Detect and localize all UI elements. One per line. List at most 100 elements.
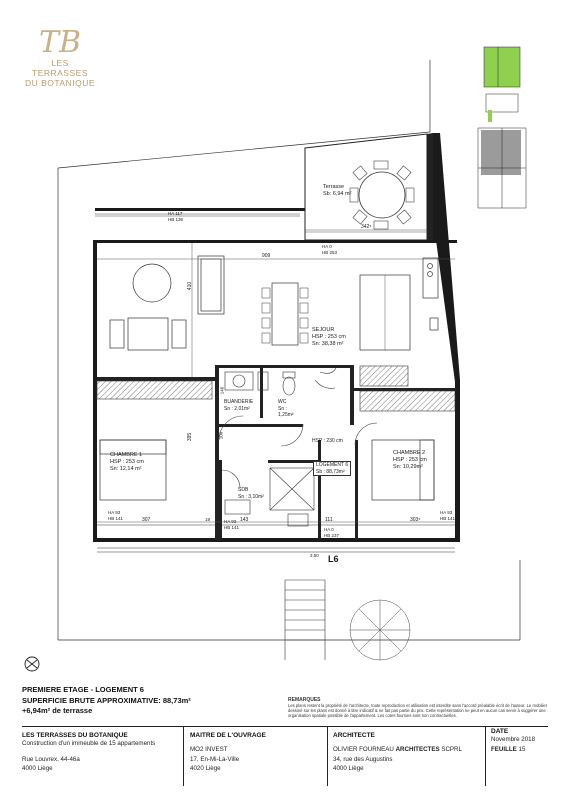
living-furniture [109, 255, 439, 351]
label-hall-hsp: HSP : 230 cm [312, 438, 343, 444]
footer-project: LES TERRASSES DU BOTANIQUE Construction … [22, 732, 180, 774]
footer-divider-1 [183, 726, 184, 786]
sheet-area: SUPERFICIE BRUTE APPROXIMATIVE: 88,73m² [22, 696, 191, 705]
bed-chambre2 [371, 439, 435, 501]
sdb-name: SDB [238, 487, 249, 493]
hb136: HB 136 [168, 216, 184, 222]
logement-name: LOGEMENT 6 [316, 462, 349, 468]
footer-owner: MAITRE DE L'OUVRAGE MO2 INVEST 17, En-Mi… [190, 732, 324, 774]
balcony-rail [97, 524, 455, 553]
unit-tag: L6 [328, 554, 339, 564]
tree-symbol [349, 599, 411, 661]
logo-line1: LES TERRASSES [32, 58, 88, 78]
sejour-hsp: HSP : 253 cm [312, 334, 346, 340]
terrasse-area: Sb: 6,94 m² [323, 191, 352, 197]
sheet-title: PREMIERE ETAGE - LOGEMENT 6 [22, 685, 144, 694]
exterior-walls [93, 133, 460, 542]
hb141a: HB 141 [108, 515, 124, 521]
terrasse-name: Terrasse [323, 184, 345, 190]
bed-chambre1 [99, 439, 167, 501]
architect-address: 34, rue des Augustins [333, 755, 393, 763]
project-address: Rue Louvrex, 44-46a [22, 755, 80, 763]
ha93a: HA 93 [108, 510, 121, 515]
sejour-area: Sn: 38,38 m² [312, 341, 344, 347]
hb141b: HB 141 [224, 524, 240, 530]
project-name: LES TERRASSES DU BOTANIQUE [22, 732, 128, 739]
dim-410: 410 [187, 281, 194, 291]
height-tag-5: HA 93 HB 141 [440, 510, 455, 521]
dim-909: 909 [262, 253, 271, 259]
owner-heading: MAITRE DE L'OUVRAGE [190, 732, 266, 739]
height-tag-2: HA 0 HB 253 [322, 244, 337, 255]
sejour-name: SEJOUR [312, 327, 335, 333]
stair-level: 3.50 [310, 553, 319, 558]
logo: TB LES TERRASSES DU BOTANIQUE [22, 28, 98, 89]
dim-342: 342⁵ [361, 224, 372, 230]
footer-top-rule [22, 726, 548, 727]
footer-divider-3 [485, 726, 486, 786]
remarks: REMARQUES Les plans restent la propriété… [288, 697, 548, 719]
dim-303: 303⁵ [410, 517, 421, 523]
label-terrasse: Terrasse Sb: 6,94 m² [323, 184, 351, 198]
architect-name: OLIVIER FOURNEAU ARCHITECTES SCPRL [333, 745, 483, 755]
label-chambre2: CHAMBRE 2 HSP : 253 cm Sn: 10,29m² [393, 450, 427, 471]
height-tag-3: HA 93 HB 141 [108, 510, 123, 521]
buanderie-name: BUANDERIE [224, 399, 254, 405]
label-sdb: SDB Sn : 3,10m² [238, 487, 264, 500]
floor-plan [24, 46, 527, 672]
height-tag-1: HA 117 HB 136 [168, 211, 183, 222]
wc-name: WC [278, 399, 287, 405]
chambre1-hsp: HSP : 253 cm [110, 459, 144, 465]
project-city: 4000 Liège [22, 765, 53, 772]
owner-name: MO2 INVEST [190, 746, 228, 753]
cabinets [96, 365, 456, 412]
ha0b: HA 0 [324, 527, 334, 532]
sheet-label: FEUILLE [491, 745, 517, 753]
utility-fixtures [224, 367, 337, 396]
height-tag-6: HA 0 HB 237 [324, 527, 339, 538]
owner-city: 4020 Liège [190, 765, 221, 772]
architect-city: 4000 Liège [333, 765, 364, 772]
height-tag-4: HA 93 HB 141 [224, 519, 239, 530]
sheet-value: 15 [518, 745, 526, 753]
chambre1-area: Sn: 12,14 m² [110, 466, 142, 472]
label-logement: LOGEMENT 6 Sb : 88,73m² [313, 461, 352, 476]
dim-111: 111 [325, 517, 333, 523]
date-heading: DATE [491, 728, 509, 735]
sheet-terrace: +6,94m² de terrasse [22, 706, 93, 715]
label-wc: WC Sn : 1,25m² [278, 399, 294, 419]
hb141c: HB 141 [440, 515, 456, 521]
footer-divider-2 [327, 726, 328, 786]
interior-walls [97, 365, 457, 540]
dimension-lines [97, 229, 455, 523]
windows-top [95, 213, 300, 217]
logement-area: Sb : 88,73m² [316, 468, 345, 475]
dim-100: 100 [218, 431, 224, 440]
key-plan [477, 46, 527, 209]
chambre2-hsp: HSP : 253 cm [393, 457, 427, 463]
hb237: HB 237 [324, 532, 340, 538]
sdb-area: Sn : 3,10m² [238, 493, 264, 500]
architect-name-suffix: SCPRL [439, 746, 462, 753]
remarks-heading: REMARQUES [288, 697, 321, 703]
ha93c: HA 93 [440, 510, 453, 515]
date-value: Novembre 2018 [491, 736, 536, 743]
footer-architect: ARCHITECTE OLIVIER FOURNEAU ARCHITECTES … [333, 732, 483, 774]
ha117: HA 117 [168, 211, 183, 216]
key-plan-highlight [484, 47, 520, 87]
site-outline [57, 60, 521, 641]
dim-307: 307 [142, 517, 151, 523]
ha0: HA 0 [322, 244, 332, 249]
footer-date: DATE Novembre 2018 FEUILLE 15 [491, 728, 551, 754]
architect-name-regular: OLIVIER FOURNEAU [333, 746, 396, 753]
project-desc: Construction d'un immeuble de 15 apparte… [22, 740, 156, 747]
logo-line2: DU BOTANIQUE [24, 78, 96, 88]
dim-395: 395 [187, 432, 194, 442]
chambre2-name: CHAMBRE 2 [393, 450, 426, 456]
buanderie-area: Sn : 2,01m² [224, 405, 250, 412]
dim-19: 19 [205, 517, 211, 522]
label-buanderie: BUANDERIE Sn : 2,01m² [224, 399, 253, 412]
wc-sn: Sn : [278, 405, 287, 412]
wc-area: 1,25m² [278, 412, 294, 418]
ha93b: HA 93 [224, 519, 237, 524]
